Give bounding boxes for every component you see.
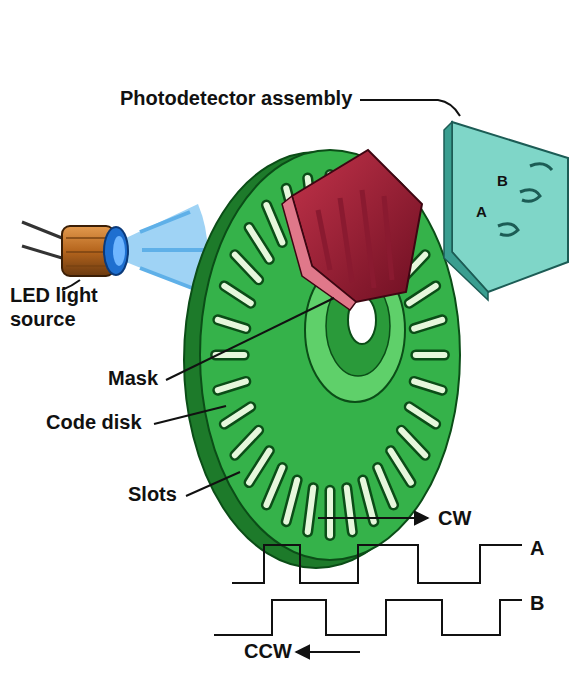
part-label: Photodetector assembly [120,86,352,110]
part-label: Mask [108,366,158,390]
part-label: Slots [128,482,177,506]
code-disk [200,150,460,560]
slot [266,205,282,242]
part-label: LED light source [10,283,140,331]
slot [409,286,435,303]
slot [249,451,269,483]
slot [327,490,333,535]
slot-outline [235,255,259,280]
slot-outline [235,430,259,455]
leader-line [166,298,334,380]
waveform-b [214,600,522,635]
photodetector-board [452,122,568,292]
slot [218,381,246,390]
slot-outline [224,286,250,303]
leader-line [186,472,240,496]
direction-label: CCW [244,639,292,663]
slot [378,467,394,504]
slot-outline [249,451,269,483]
slot-outline [414,381,442,390]
signal-name: B [530,591,544,615]
led-lens [104,227,128,275]
photodiode-cells [498,164,552,236]
slot-outline [325,490,336,535]
leader-line [360,100,460,116]
slot [363,480,374,522]
slot [414,381,442,390]
slot-outline [266,467,282,504]
photodetector-edge [444,122,488,300]
slot [308,488,314,532]
slot [235,430,259,455]
led-wire [22,246,62,258]
channel-label: A [476,203,487,221]
slot-outline [218,320,246,329]
slot [286,480,297,522]
slot-outline [401,430,425,455]
led-lens-shine [113,236,125,266]
slot [414,320,442,329]
slot [409,407,435,424]
waveform-a [232,545,522,583]
mask-slits [318,190,392,288]
signal-name: A [530,536,544,560]
slot-outline [266,205,282,242]
slot-outline [391,451,411,483]
channel-label: B [497,172,508,190]
slot-outline [224,407,250,424]
slot-outline [363,480,374,522]
ccw-arrow [296,651,360,653]
slot-outline [286,480,297,522]
slot-outline [414,320,442,329]
cw-arrow [318,517,428,519]
slot [401,430,425,455]
slot-outline [347,488,353,532]
led-wire [22,222,62,238]
slot [218,320,246,329]
slot [224,407,250,424]
slot [249,227,269,259]
slot [347,488,353,532]
slot [266,467,282,504]
direction-label: CW [438,506,471,530]
slot-outline [409,286,435,303]
slot-outline [409,407,435,424]
slot-outline [218,381,246,390]
slot-outline [249,227,269,259]
part-label: Code disk [46,410,142,434]
leader-line [154,406,226,424]
slot-outline [216,350,245,361]
slot [391,451,411,483]
slot-outline [378,467,394,504]
slot [224,286,250,303]
slot [416,352,445,358]
slot [235,255,259,280]
slot-outline [416,350,445,361]
slot-outline [308,488,314,532]
